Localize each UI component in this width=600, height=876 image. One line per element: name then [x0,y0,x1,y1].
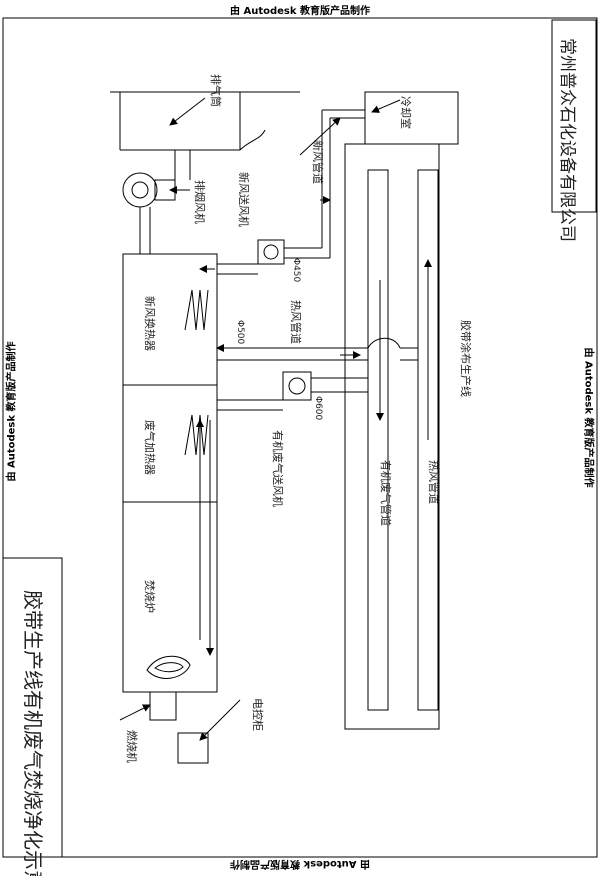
stack-pointer [169,97,206,126]
watermark-top: 由 Autodesk 教育版产品制作 [229,6,370,17]
label-cabinet: 电控柜 [251,698,265,731]
exhaust-fan-circle [122,172,158,208]
organic-fan-body [282,371,312,401]
organic-pipe-left [367,169,389,711]
label-hot-air-pipe: 热风管道 [427,460,441,504]
label-production-line: 胶带涂布生产线 [459,320,473,397]
label-fresh-duct: 新风管道 [311,140,325,184]
hot-duct-bridge [367,337,401,349]
exhaust-fan-hub [131,181,149,199]
label-fresh-fan: 新风送风机 [237,172,251,227]
organic-fan-hub [288,377,306,395]
label-burner: 燃烧机 [125,730,139,763]
stack-curve [239,129,266,151]
cabinet-box [177,732,209,764]
cooler-pointer [371,99,401,113]
diagram-title: 胶带生产线有机废气焚烧净化示意图 [21,590,45,876]
company-name: 常州普众石化设备有限公司 [557,38,577,242]
label-exhaust-stack: 排气筒 [209,74,223,107]
label-waste-heater: 废气加热器 [143,420,157,475]
flame-inner [154,662,184,673]
label-d450: Φ450 [291,258,301,283]
company-box [551,19,597,213]
title-box [3,557,63,857]
label-incinerator: 焚烧炉 [143,580,156,613]
burner-pointer [119,704,151,721]
heater-coil-2 [184,414,209,456]
label-cooler: 冷却室 [399,96,413,129]
fresh-fan-hub [263,244,279,260]
label-d600: Φ600 [313,396,323,421]
hot-air-pipe-right [417,169,439,711]
label-hot-air-duct: 热风管道 [289,300,303,344]
label-fresh-heater: 新风换热器 [143,296,157,351]
label-organic-fan: 有机废气送风机 [271,430,285,507]
production-line-box [344,143,440,730]
burner-box [149,691,177,721]
cabinet-pointer [199,699,241,741]
drawing-frame [2,17,598,858]
duct-pointer [299,117,341,156]
heater-coil-1 [184,289,209,331]
fresh-fan-body [257,239,285,265]
label-exhaust-fan: 排烟风机 [193,180,207,224]
flame [146,655,191,679]
label-organic-pipe: 有机废气管道 [379,460,393,526]
label-d500: Φ500 [235,320,245,345]
